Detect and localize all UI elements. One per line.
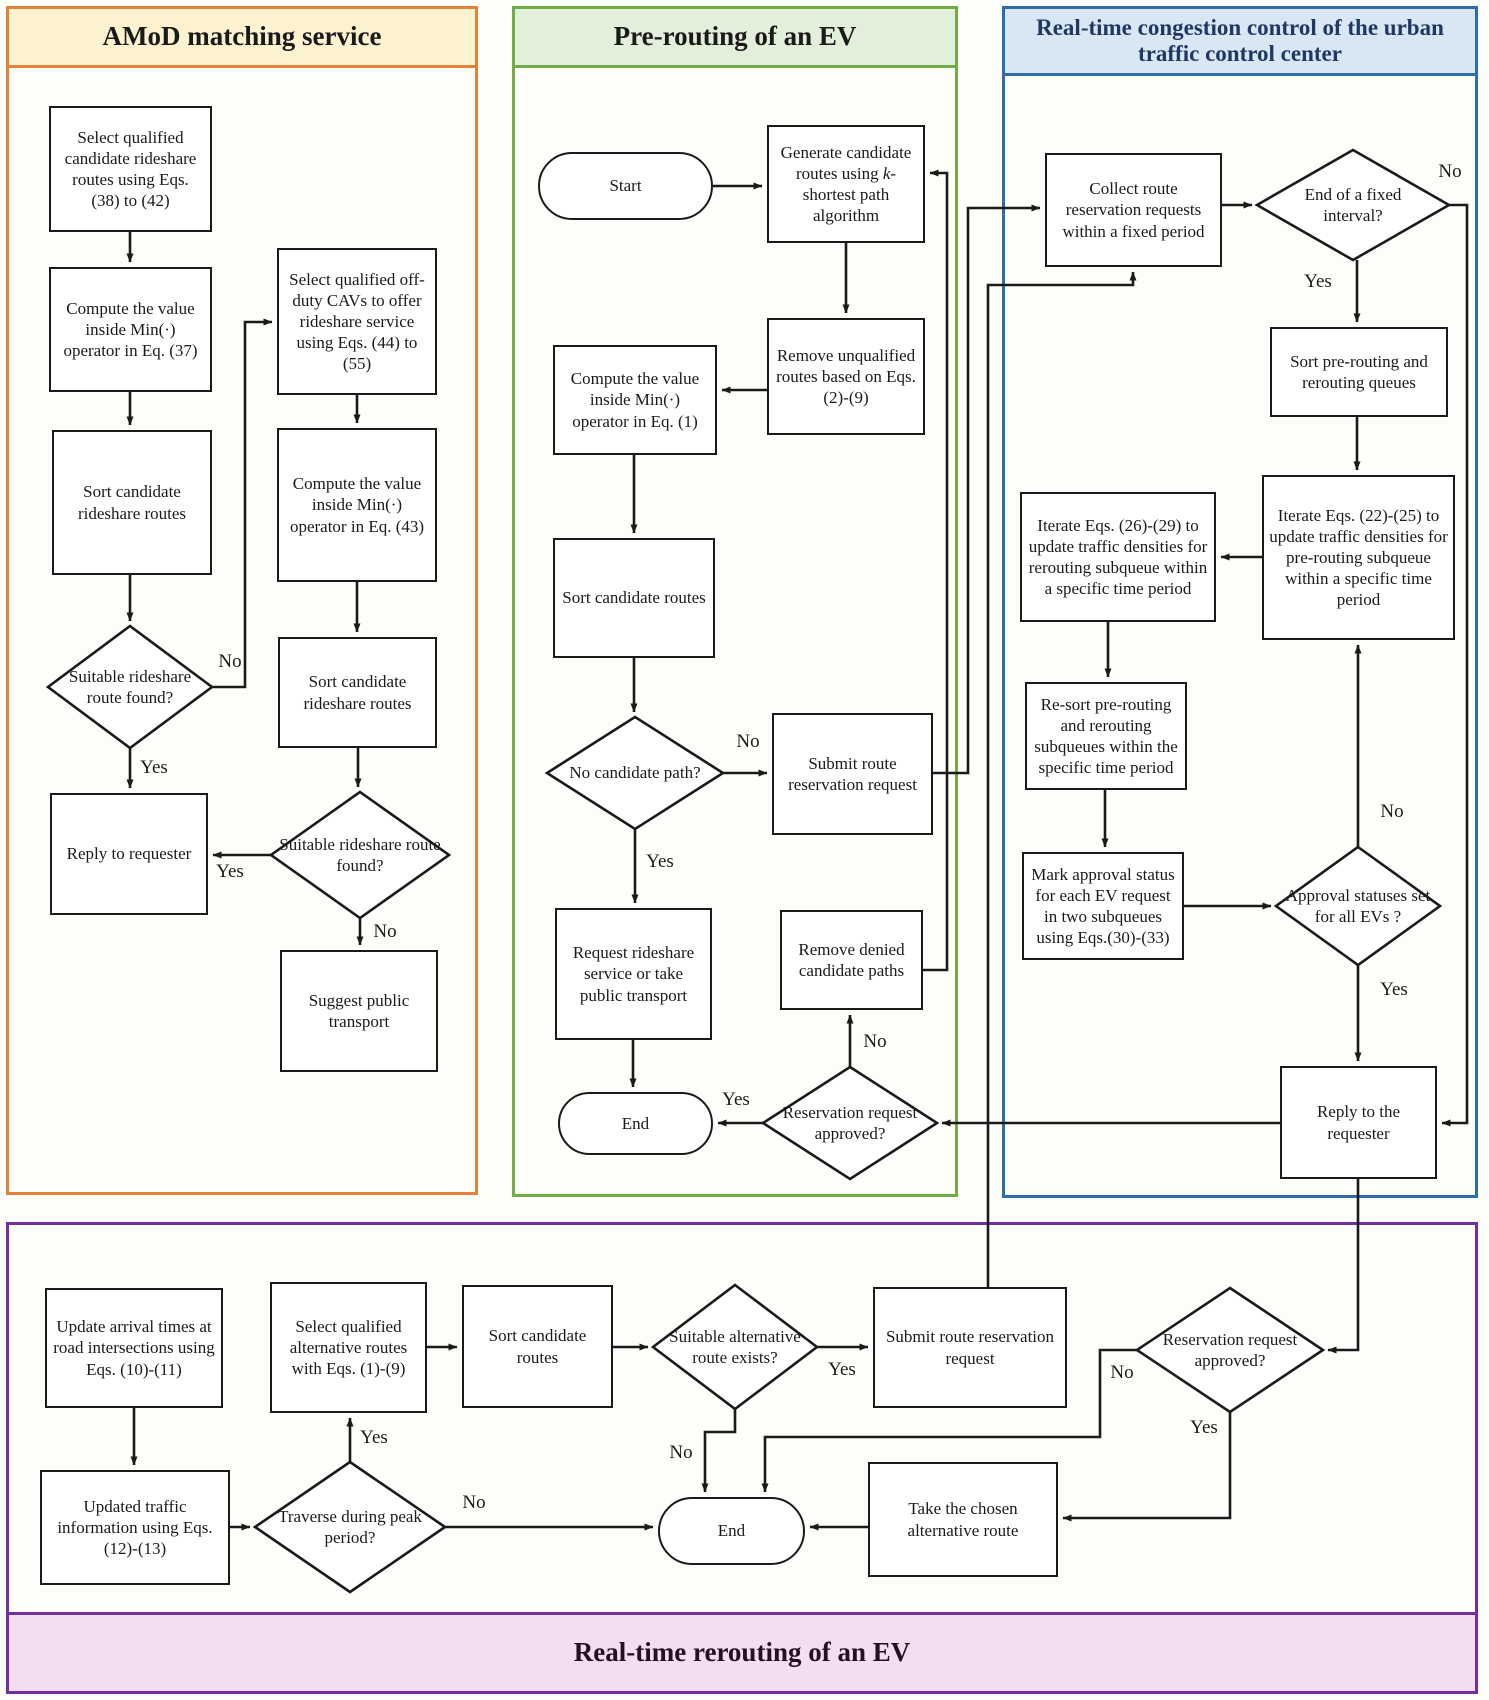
panel-congestion-title: Real-time congestion control of the urba… (1036, 14, 1444, 66)
diamond-d1-shape (1254, 148, 1452, 262)
decision-approval-statuses-set: Approval statuses set for all EVs ? (1285, 885, 1431, 926)
decision-suitable-rideshare-route-found-left: Suitable rideshare route found? (68, 666, 192, 707)
edge-a4-no-to-b1 (212, 318, 273, 689)
label-p9-no: No (863, 1031, 887, 1052)
panel-rerouting-banner: Real-time rerouting of an EV (9, 1612, 1475, 1691)
diamond-a4-shape (45, 624, 215, 750)
label-r7-yes: Yes (828, 1359, 856, 1380)
box-suggest-public-transport: Suggest public transport (280, 950, 438, 1072)
label-d1-no: No (1438, 161, 1462, 182)
label-d2-yes: Yes (1380, 979, 1408, 1000)
diamond-r7-shape (650, 1283, 820, 1411)
edge-reply-to-r6 (1327, 1179, 1360, 1354)
edge-r8-to-c1 (986, 271, 1137, 1287)
box-compute-min-eq43: Compute the value inside Min(·) operator… (277, 428, 437, 582)
box-reply-to-the-requester: Reply to the requester (1280, 1066, 1437, 1179)
box-sort-candidate-routes-rerouting: Sort candidate routes (462, 1285, 613, 1408)
box-sort-candidate-routes-prerouting: Sort candidate routes (553, 538, 715, 658)
panel-prerouting: Pre-routing of an EV (512, 6, 958, 1197)
label-a4-no: No (218, 651, 242, 672)
box-sort-candidate-rideshare-routes-left: Sort candidate rideshare routes (52, 430, 212, 575)
edge-r6-yes-to-r9 (1062, 1412, 1232, 1522)
box-select-offduty-cavs: Select qualified off-duty CAVs to offer … (277, 248, 437, 395)
edge-p6-to-c1 (933, 204, 1041, 775)
label-p5-yes: Yes (646, 851, 674, 872)
box-generate-candidate-routes: Generate candidate routes using k-shorte… (767, 125, 925, 243)
label-b4-no: No (373, 921, 397, 942)
panel-amod-title: AMoD matching service (102, 21, 382, 52)
box-take-chosen-alternative-route: Take the chosen alternative route (868, 1462, 1058, 1577)
box-mark-approval-status: Mark approval status for each EV request… (1022, 852, 1184, 960)
terminal-start: Start (538, 152, 713, 220)
panel-amod-header: AMoD matching service (9, 9, 475, 68)
box-update-arrival-times: Update arrival times at road intersectio… (45, 1288, 223, 1408)
label-r7-no: No (669, 1442, 693, 1463)
box-iterate-eqs-22-25: Iterate Eqs. (22)-(25) to update traffic… (1262, 475, 1455, 640)
label-r3-no: No (462, 1492, 486, 1513)
label-r3-yes: Yes (360, 1427, 388, 1448)
edge-r6-no-to-end (761, 1348, 1137, 1493)
panel-prerouting-header: Pre-routing of an EV (515, 9, 955, 68)
decision-no-candidate-path: No candidate path? (569, 763, 701, 783)
label-p5-no: No (736, 731, 760, 752)
panel-prerouting-title: Pre-routing of an EV (613, 21, 857, 52)
box-submit-route-reservation-request-prerouting: Submit route reservation request (772, 713, 933, 835)
decision-suitable-rideshare-route-found-right: Suitable rideshare route found? (279, 834, 441, 875)
decision-reservation-request-approved-prerouting: Reservation request approved? (782, 1102, 918, 1143)
box-sort-prerouting-rerouting-queues: Sort pre-routing and rerouting queues (1270, 327, 1448, 417)
diamond-p9-shape (760, 1065, 940, 1181)
box-submit-route-reservation-request-rerouting: Submit route reservation request (873, 1287, 1067, 1408)
diamond-d2-shape (1273, 845, 1443, 967)
box-compute-min-eq1: Compute the value inside Min(·) operator… (553, 345, 717, 455)
terminal-end-prerouting: End (558, 1092, 713, 1155)
box-reply-to-requester: Reply to requester (50, 793, 208, 915)
box-collect-route-reservation-requests: Collect route reservation requests withi… (1045, 153, 1222, 267)
box-request-rideshare-or-public-transport: Request rideshare service or take public… (555, 908, 712, 1040)
label-d1-yes: Yes (1304, 271, 1332, 292)
box-select-qualified-alternative-routes: Select qualified alternative routes with… (270, 1282, 427, 1413)
label-a4-yes: Yes (140, 757, 168, 778)
label-r6-yes: Yes (1190, 1417, 1218, 1438)
label-d2-no: No (1380, 801, 1404, 822)
terminal-end-rerouting: End (658, 1497, 805, 1565)
box-remove-denied-candidate-paths: Remove denied candidate paths (780, 910, 923, 1010)
edge-d1-no-to-reply (1441, 203, 1469, 1127)
box-iterate-eqs-26-29: Iterate Eqs. (26)-(29) to update traffic… (1020, 492, 1216, 622)
diamond-b4-shape (268, 790, 452, 920)
diamond-r3-shape (252, 1460, 448, 1594)
box-sort-candidate-rideshare-routes-right: Sort candidate rideshare routes (278, 637, 437, 748)
decision-end-of-fixed-interval: End of a fixed interval? (1304, 184, 1402, 225)
panel-amod-matching-service: AMoD matching service (6, 6, 478, 1195)
label-b4-yes: Yes (216, 861, 244, 882)
box-updated-traffic-information: Updated traffic information using Eqs. (… (40, 1470, 230, 1585)
panel-congestion-header: Real-time congestion control of the urba… (1005, 9, 1475, 76)
edge-r7-no-to-end (701, 1409, 737, 1493)
decision-traverse-during-peak-period: Traverse during peak period? (278, 1506, 422, 1547)
label-p9-yes: Yes (722, 1089, 750, 1110)
box-resort-subqueues: Re-sort pre-routing and rerouting subque… (1025, 682, 1187, 790)
box-compute-min-eq37: Compute the value inside Min(·) operator… (49, 267, 212, 392)
diamond-r6-shape (1134, 1286, 1326, 1414)
box-remove-unqualified-routes: Remove unqualified routes based on Eqs. … (767, 318, 925, 435)
edge-p8-loop-to-p1 (923, 169, 949, 972)
panel-rerouting-title: Real-time rerouting of an EV (573, 1637, 911, 1668)
diamond-p5-shape (544, 715, 726, 831)
decision-suitable-alternative-route-exists: Suitable alternative route exists? (669, 1326, 801, 1367)
panel-congestion-control: Real-time congestion control of the urba… (1002, 6, 1478, 1198)
panel-rerouting: Real-time rerouting of an EV (6, 1222, 1478, 1694)
box-select-candidate-rideshare-routes: Select qualified candidate rideshare rou… (49, 106, 212, 232)
label-r6-no: No (1110, 1362, 1134, 1383)
generate-routes-text: Generate candidate routes using k-shorte… (780, 142, 912, 226)
decision-reservation-request-approved-rerouting: Reservation request approved? (1162, 1329, 1298, 1370)
